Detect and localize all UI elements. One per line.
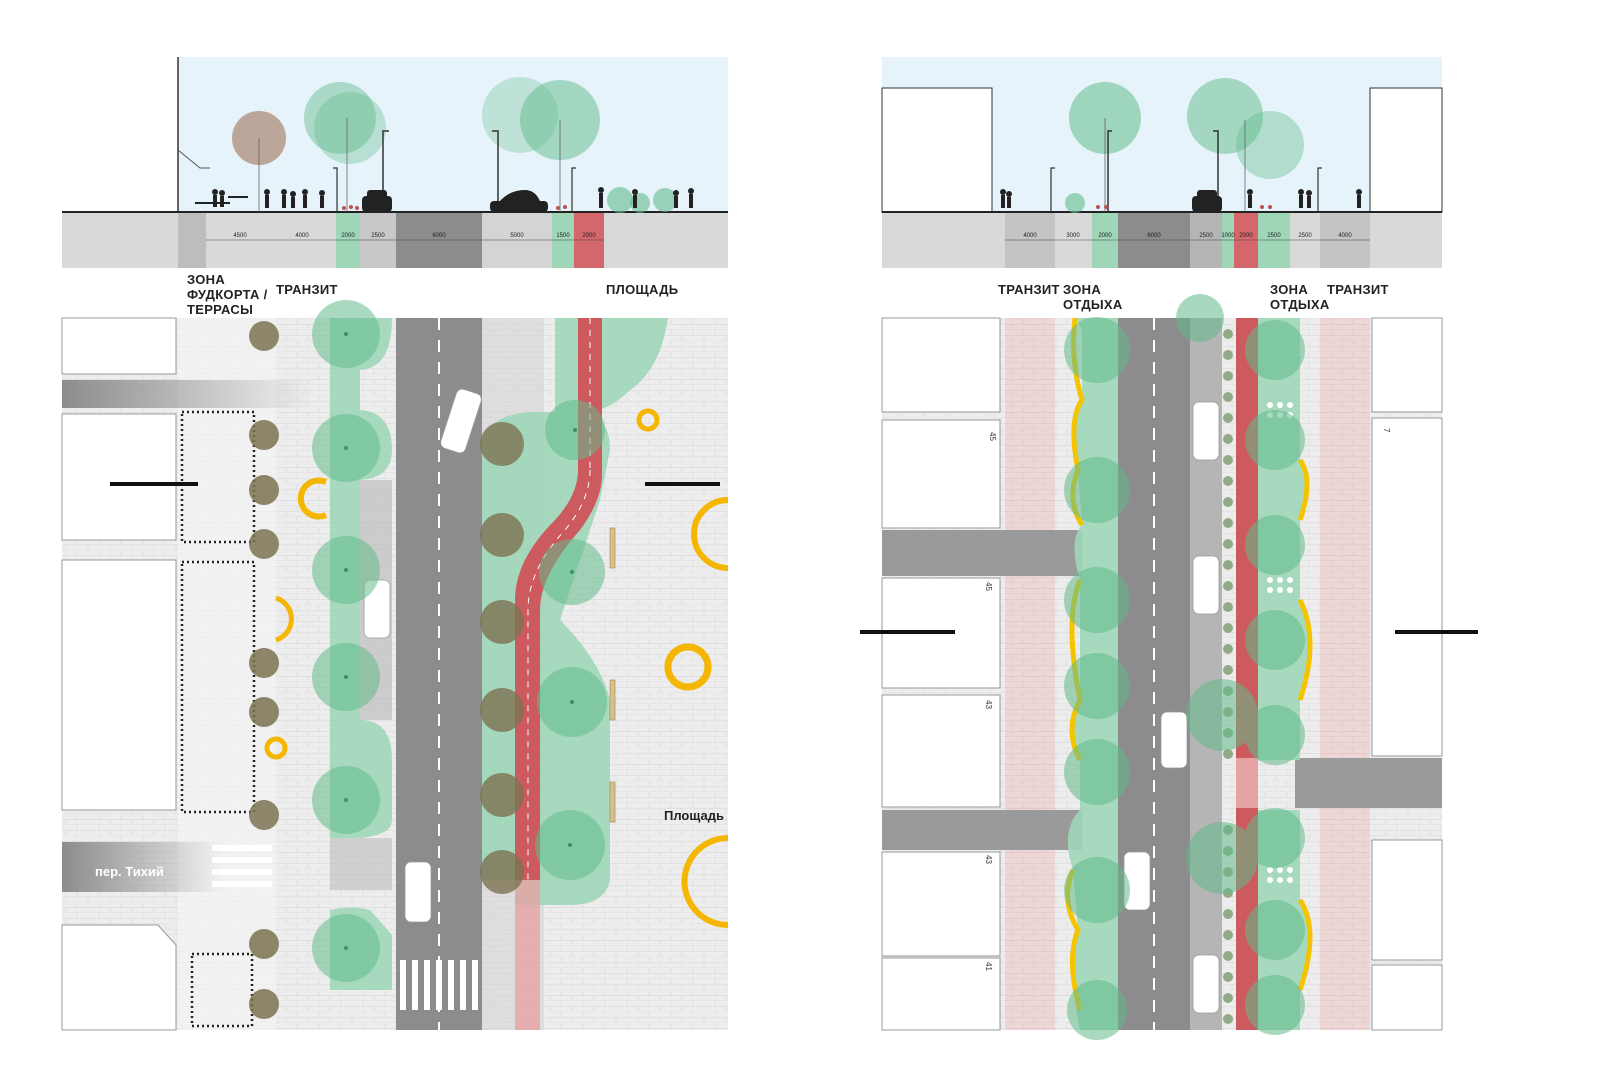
right-dim-8: 2500 <box>1267 233 1281 239</box>
right-dim-7: 2000 <box>1239 233 1253 239</box>
right-dim-2: 3000 <box>1066 233 1080 239</box>
left-dim-5: 6000 <box>432 233 446 239</box>
label-transit-right-1: ТРАНЗИТ <box>998 282 1060 297</box>
building-number-6: 7 <box>1382 428 1391 433</box>
building-number-4: 43 <box>984 855 993 864</box>
right-section-elevation: 4000 3000 2000 6000 2500 1000 2000 2500 … <box>881 57 1443 268</box>
right-dim-10: 4000 <box>1338 233 1352 239</box>
right-dim-4: 6000 <box>1147 233 1161 239</box>
right-dim-3: 2000 <box>1098 233 1112 239</box>
left-dim-6: 5000 <box>510 233 524 239</box>
left-dim-1: 4500 <box>233 233 247 239</box>
label-transit-right-2: ТРАНЗИТ <box>1327 282 1389 297</box>
building-number-3: 43 <box>984 700 993 709</box>
right-dim-6: 1000 <box>1221 233 1235 239</box>
plan-label-lane: пер. Тихий <box>95 864 164 879</box>
left-dim-4: 2500 <box>371 233 385 239</box>
right-dim-5: 2500 <box>1199 233 1213 239</box>
right-plan: 45 45 43 43 41 7 <box>860 294 1478 1040</box>
left-dim-3: 2000 <box>341 233 355 239</box>
label-square: ПЛОЩАДЬ <box>606 282 679 297</box>
right-dim-9: 2500 <box>1298 233 1312 239</box>
left-section-elevation: 4500 4000 2000 2500 6000 5000 1500 2000 <box>62 57 728 268</box>
label-foodcourt: ЗОНА ФУДКОРТА / ТЕРРАСЫ <box>187 272 268 317</box>
left-dim-8: 2000 <box>582 233 596 239</box>
left-dim-7: 1500 <box>556 233 570 239</box>
right-dim-1: 4000 <box>1023 233 1037 239</box>
building-number-1: 45 <box>988 432 997 441</box>
building-number-5: 41 <box>984 962 993 971</box>
label-rest-zone-2: ЗОНА ОТДЫХА <box>1270 282 1330 312</box>
left-dim-2: 4000 <box>295 233 309 239</box>
building-number-2: 45 <box>984 582 993 591</box>
label-rest-zone-1: ЗОНА ОТДЫХА <box>1063 282 1123 312</box>
plan-label-square: Площадь <box>664 808 724 823</box>
label-transit-left: ТРАНЗИТ <box>276 282 338 297</box>
left-plan <box>61 300 729 1031</box>
